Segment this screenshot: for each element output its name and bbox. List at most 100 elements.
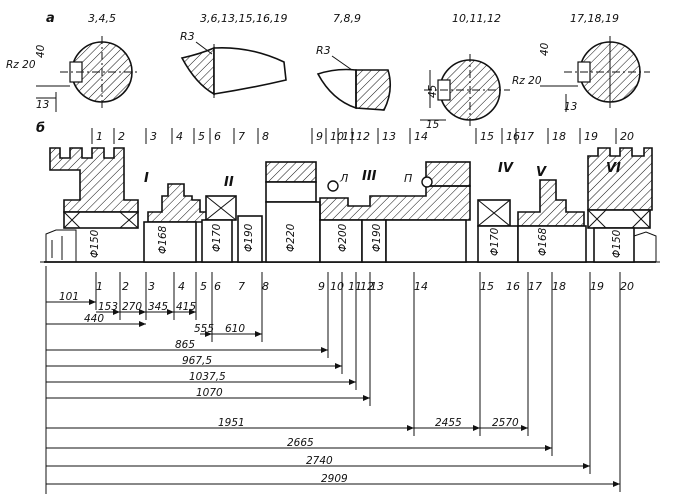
radius-label-2: R3	[316, 44, 331, 57]
bottom-section-13: 13	[370, 280, 384, 293]
dia-4: Φ190	[243, 223, 255, 252]
top-section-17: 17	[520, 130, 534, 143]
roman-IV: IV	[498, 161, 514, 176]
dim-value-153: 153	[98, 301, 118, 313]
dia-1: Φ150	[89, 229, 101, 258]
dim-value-345: 345	[148, 301, 168, 313]
top-section-10: 10	[330, 130, 344, 143]
top-section-3: 3	[150, 130, 157, 143]
top-section-14: 14	[414, 130, 428, 143]
bearing-letter-L: Л	[339, 172, 348, 185]
bottom-section-18: 18	[552, 280, 566, 293]
shaft-right-end	[633, 231, 657, 262]
top-section-7: 7	[238, 130, 245, 143]
part-b-label: б	[36, 121, 45, 136]
dim-40-a: 40	[35, 44, 47, 58]
bearing-IV: IV	[477, 161, 519, 263]
roman-V: V	[536, 165, 547, 180]
top-section-12: 12	[356, 130, 370, 143]
dia-3: Φ170	[211, 223, 223, 252]
bottom-section-9: 9	[318, 280, 325, 293]
dim-value-2455: 2455	[435, 417, 462, 429]
top-section-20: 20	[620, 130, 634, 143]
dim-40-b: 40	[539, 42, 551, 56]
gear-block-V: V	[517, 165, 587, 263]
bearing-letter-P: П	[404, 172, 412, 185]
dim-value-1951: 1951	[218, 417, 245, 429]
part-a-label: а	[46, 11, 55, 26]
top-section-16: 16	[506, 130, 520, 143]
dim-value-967,5: 967,5	[182, 355, 212, 367]
section-sketch-1: Rz 20 40 13	[6, 36, 140, 112]
bottom-section-5: 5	[200, 280, 207, 293]
dim-value-1037,5: 1037,5	[189, 371, 226, 383]
dia-6: Φ200	[337, 223, 349, 252]
gear-hub-2	[143, 183, 209, 263]
top-section-1: 1	[96, 130, 103, 143]
bottom-section-7: 7	[238, 280, 245, 293]
roughness-label-1: Rz 20	[6, 59, 36, 71]
dim-15: 15	[426, 119, 440, 131]
gear-block-VI: VI	[587, 147, 653, 263]
gear-block-I: I	[49, 147, 149, 229]
dia-7: Φ190	[371, 223, 383, 252]
dim-value-2909: 2909	[321, 473, 348, 485]
group-label-5: 17,18,19	[570, 12, 619, 25]
dia-10: Φ150	[611, 229, 623, 258]
top-section-6: 6	[214, 130, 221, 143]
central-gear-block: Л П III	[265, 161, 471, 263]
top-section-4: 4	[176, 130, 183, 143]
dim-value-2665: 2665	[287, 437, 314, 449]
roman-I: I	[144, 171, 149, 186]
dim-value-101: 101	[59, 291, 79, 303]
dia-5: Φ220	[285, 223, 297, 252]
radius-label-1: R3	[180, 30, 195, 43]
dim-13-a: 13	[36, 99, 49, 111]
dim-value-2740: 2740	[306, 455, 333, 467]
shaft-left-end	[45, 229, 77, 262]
bearing-II: II	[201, 175, 263, 263]
roman-II: II	[224, 175, 234, 190]
roman-III: III	[362, 169, 377, 184]
dim-value-270: 270	[122, 301, 142, 313]
section-sketch-3: R3	[316, 44, 392, 111]
top-section-13: 13	[382, 130, 396, 143]
bottom-section-20: 20	[620, 280, 634, 293]
section-sketch-4: 45 15	[420, 54, 510, 131]
bottom-section-14: 14	[414, 280, 428, 293]
dim-value-865: 865	[175, 339, 195, 351]
group-label-3: 7,8,9	[333, 12, 361, 25]
group-label-2: 3,6,13,15,16,19	[200, 12, 287, 25]
dia-9: Φ168	[537, 227, 549, 256]
bottom-section-8: 8	[262, 280, 269, 293]
dia-2: Φ168	[157, 225, 169, 254]
dim-value-555: 555	[194, 323, 214, 335]
bottom-section-4: 4	[178, 280, 185, 293]
roughness-label-2: Rz 20	[512, 75, 542, 87]
dim-value-610: 610	[225, 323, 245, 335]
bottom-section-10: 10	[330, 280, 344, 293]
dim-value-1070: 1070	[196, 387, 223, 399]
bottom-section-1: 1	[96, 280, 103, 293]
roman-VI: VI	[606, 161, 621, 176]
bottom-section-2: 2	[122, 280, 129, 293]
dia-8: Φ170	[489, 227, 501, 256]
section-sketch-2: R3	[180, 30, 287, 98]
top-section-19: 19	[584, 130, 598, 143]
top-section-15: 15	[480, 130, 494, 143]
dim-value-440: 440	[84, 313, 104, 325]
group-label-1: 3,4,5	[88, 12, 116, 25]
bottom-section-3: 3	[148, 280, 155, 293]
bottom-section-17: 17	[528, 280, 542, 293]
diameter-labels: Φ150 Φ168 Φ170 Φ190 Φ220 Φ200 Φ190 Φ170 …	[89, 223, 623, 258]
bottom-section-15: 15	[480, 280, 494, 293]
bottom-section-16: 16	[506, 280, 520, 293]
extension-lines	[95, 272, 621, 492]
top-section-18: 18	[552, 130, 566, 143]
bottom-section-19: 19	[590, 280, 604, 293]
bottom-section-6: 6	[214, 280, 221, 293]
